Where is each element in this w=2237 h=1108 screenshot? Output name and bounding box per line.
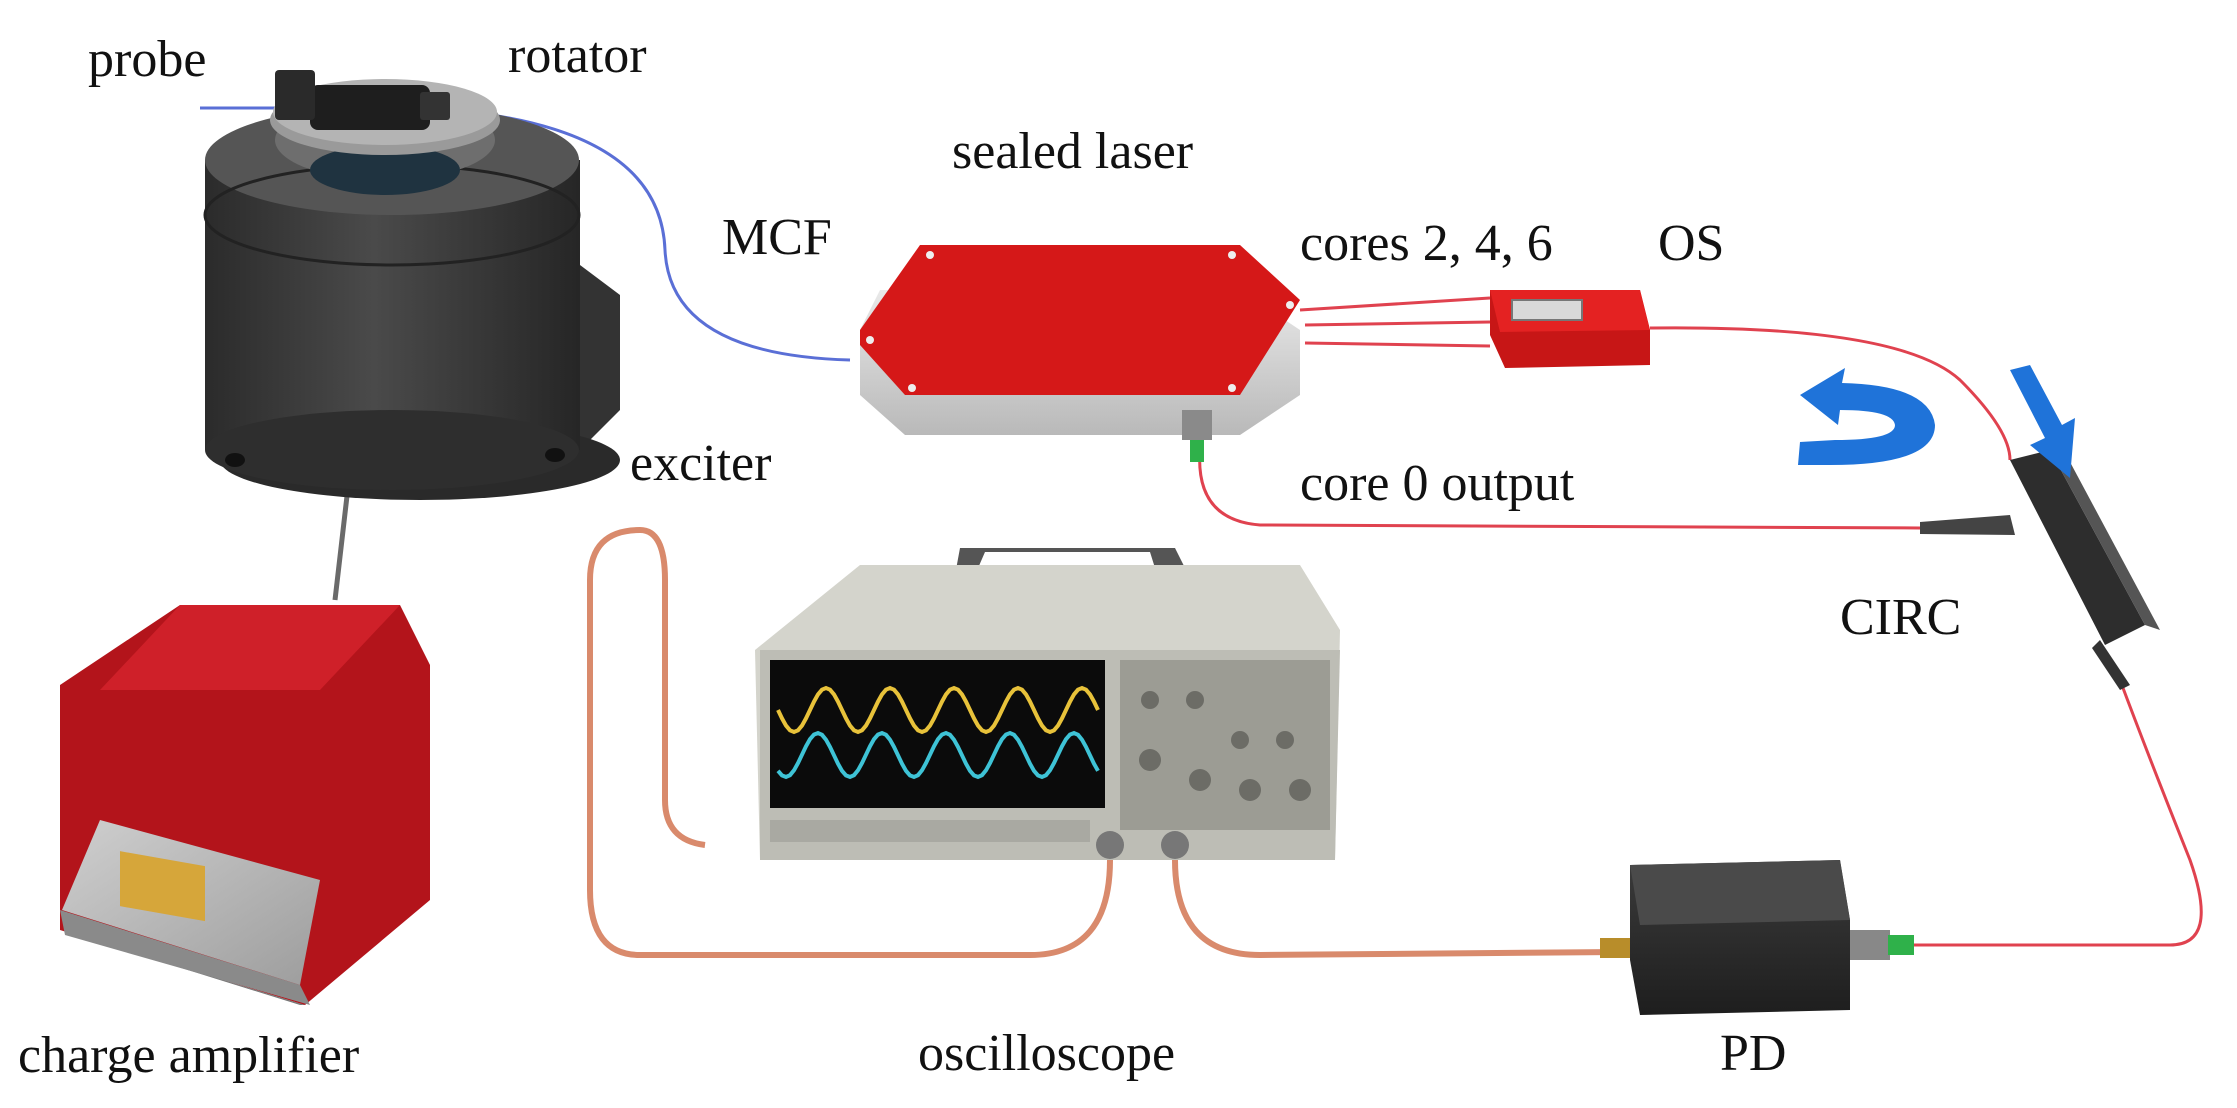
blue-mcf-fiber: [200, 106, 851, 362]
label-pd: PD: [1720, 1025, 1787, 1082]
label-mcf: MCF: [722, 209, 832, 266]
label-core0: core 0 output: [1300, 455, 1575, 512]
os-device: [1490, 290, 1650, 368]
label-os: OS: [1658, 215, 1725, 272]
sealed-laser-device: [860, 245, 1300, 462]
rotator-device: [270, 70, 500, 155]
charge-amplifier-device: [60, 605, 430, 1005]
label-circ: CIRC: [1840, 589, 1962, 646]
label-exciter: exciter: [630, 435, 772, 492]
label-charge-amplifier: charge amplifier: [18, 1027, 360, 1084]
core-fibers: [1198, 296, 2203, 947]
circ-device: [1920, 450, 2160, 690]
pd-device: [1600, 860, 1914, 1015]
oscilloscope-device: [755, 548, 1340, 860]
exciter-device: [203, 100, 620, 500]
label-probe: probe: [88, 31, 207, 88]
blue-arrows: [1798, 365, 2075, 478]
label-oscilloscope: oscilloscope: [918, 1025, 1176, 1082]
coax-cables: [587, 526, 1621, 959]
label-cores: cores 2, 4, 6: [1300, 215, 1553, 272]
scope-traces: [776, 685, 1100, 780]
label-rotator: rotator: [508, 27, 647, 84]
label-sealed-laser: sealed laser: [952, 123, 1194, 180]
